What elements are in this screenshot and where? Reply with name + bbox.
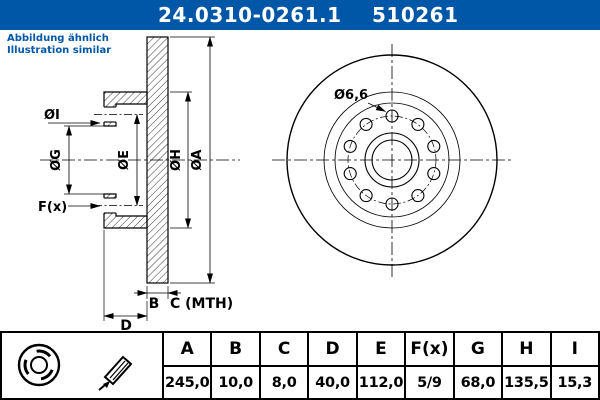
label-dia-i: ØI <box>44 108 60 123</box>
label-dia-a: ØA <box>190 150 205 171</box>
label-d: D <box>120 318 132 332</box>
callout-hole-i: ØI <box>44 108 101 126</box>
dimension-bolt-circle: ØE <box>117 114 140 206</box>
spec-header-d: D <box>309 333 356 365</box>
bolt-holes <box>343 109 441 211</box>
spec-value-i: 15,3 <box>551 367 598 398</box>
bolt-hole <box>385 109 399 123</box>
bolt-hole <box>343 167 357 181</box>
hole-diameter-callout: Ø6,6 <box>334 88 386 112</box>
label-dia-h: ØH <box>169 149 184 171</box>
bolt-hole <box>385 197 399 211</box>
label-c-mth: C (MTH) <box>170 296 233 312</box>
part-number: 24.0310-0261.1 <box>158 3 342 27</box>
brake-pad-icon <box>98 355 133 391</box>
label-dia-g: ØG <box>49 149 64 171</box>
note-line-en: Illustration similar <box>7 45 112 56</box>
bolt-hole <box>359 189 373 203</box>
bolt-hole <box>359 117 373 131</box>
spec-header-i: I <box>551 333 598 365</box>
outer-diameter-circle <box>286 54 498 266</box>
spec-header-h: H <box>503 333 550 365</box>
power-disc-icon <box>17 343 61 387</box>
spec-value-b: 10,0 <box>212 367 259 398</box>
dimension-thickness-b: B C (MTH) <box>134 286 233 312</box>
title-bar: 24.0310-0261.1 510261 <box>0 0 600 30</box>
section-view: ØA ØH ØE ØG ØI F(x) <box>38 36 240 332</box>
spec-value-d: 40,0 <box>309 367 356 398</box>
spec-header-g: G <box>454 333 502 365</box>
bolt-hole <box>427 139 441 153</box>
dimension-outer-diameter: ØA <box>170 36 215 284</box>
similarity-note: Abbildung ähnlich Illustration similar <box>7 33 111 57</box>
spec-value-c: 8,0 <box>260 367 308 398</box>
technical-drawing: ØA ØH ØE ØG ØI F(x) <box>38 36 514 332</box>
dimension-hat-diameter: ØH <box>169 91 192 229</box>
spec-table: A B C D E F(x) G H I 245,0 10,0 8,0 40,0… <box>0 331 600 400</box>
spec-header-a: A <box>164 333 211 365</box>
bolt-hole <box>343 139 357 153</box>
spec-header-f: F(x) <box>406 333 453 365</box>
bolt-hole <box>411 189 425 203</box>
spec-header-b: B <box>212 333 259 365</box>
dimension-height-d: D <box>103 230 148 332</box>
reference-number: 510261 <box>372 3 459 27</box>
label-b: B <box>149 296 160 312</box>
center-bore-circle <box>371 139 413 181</box>
bolt-hole <box>411 117 425 131</box>
bolt-circle <box>347 115 437 205</box>
spec-value-e: 112,0 <box>357 367 405 398</box>
label-dia-e: ØE <box>117 150 132 170</box>
front-view: Ø6,6 <box>272 44 514 278</box>
spec-header-e: E <box>357 333 405 365</box>
disc-ring-section <box>146 36 169 284</box>
label-hole-dia: Ø6,6 <box>334 88 368 103</box>
spec-value-h: 135,5 <box>503 367 550 398</box>
spec-value-f: 5/9 <box>406 367 453 398</box>
hat-circle <box>334 102 450 218</box>
friction-inner-circle <box>323 91 461 229</box>
icon-cell <box>2 333 162 398</box>
spec-value-g: 68,0 <box>454 367 502 398</box>
bolt-hole <box>427 167 441 181</box>
note-line-de: Abbildung ähnlich <box>7 33 109 44</box>
dimension-center-bore: ØG <box>49 125 104 195</box>
spec-value-a: 245,0 <box>164 367 211 398</box>
callout-f: F(x) <box>38 200 101 215</box>
label-f-x: F(x) <box>38 200 67 215</box>
hub-circle <box>364 132 420 188</box>
flange-bolt-holes <box>94 106 143 214</box>
spec-header-c: C <box>260 333 308 365</box>
